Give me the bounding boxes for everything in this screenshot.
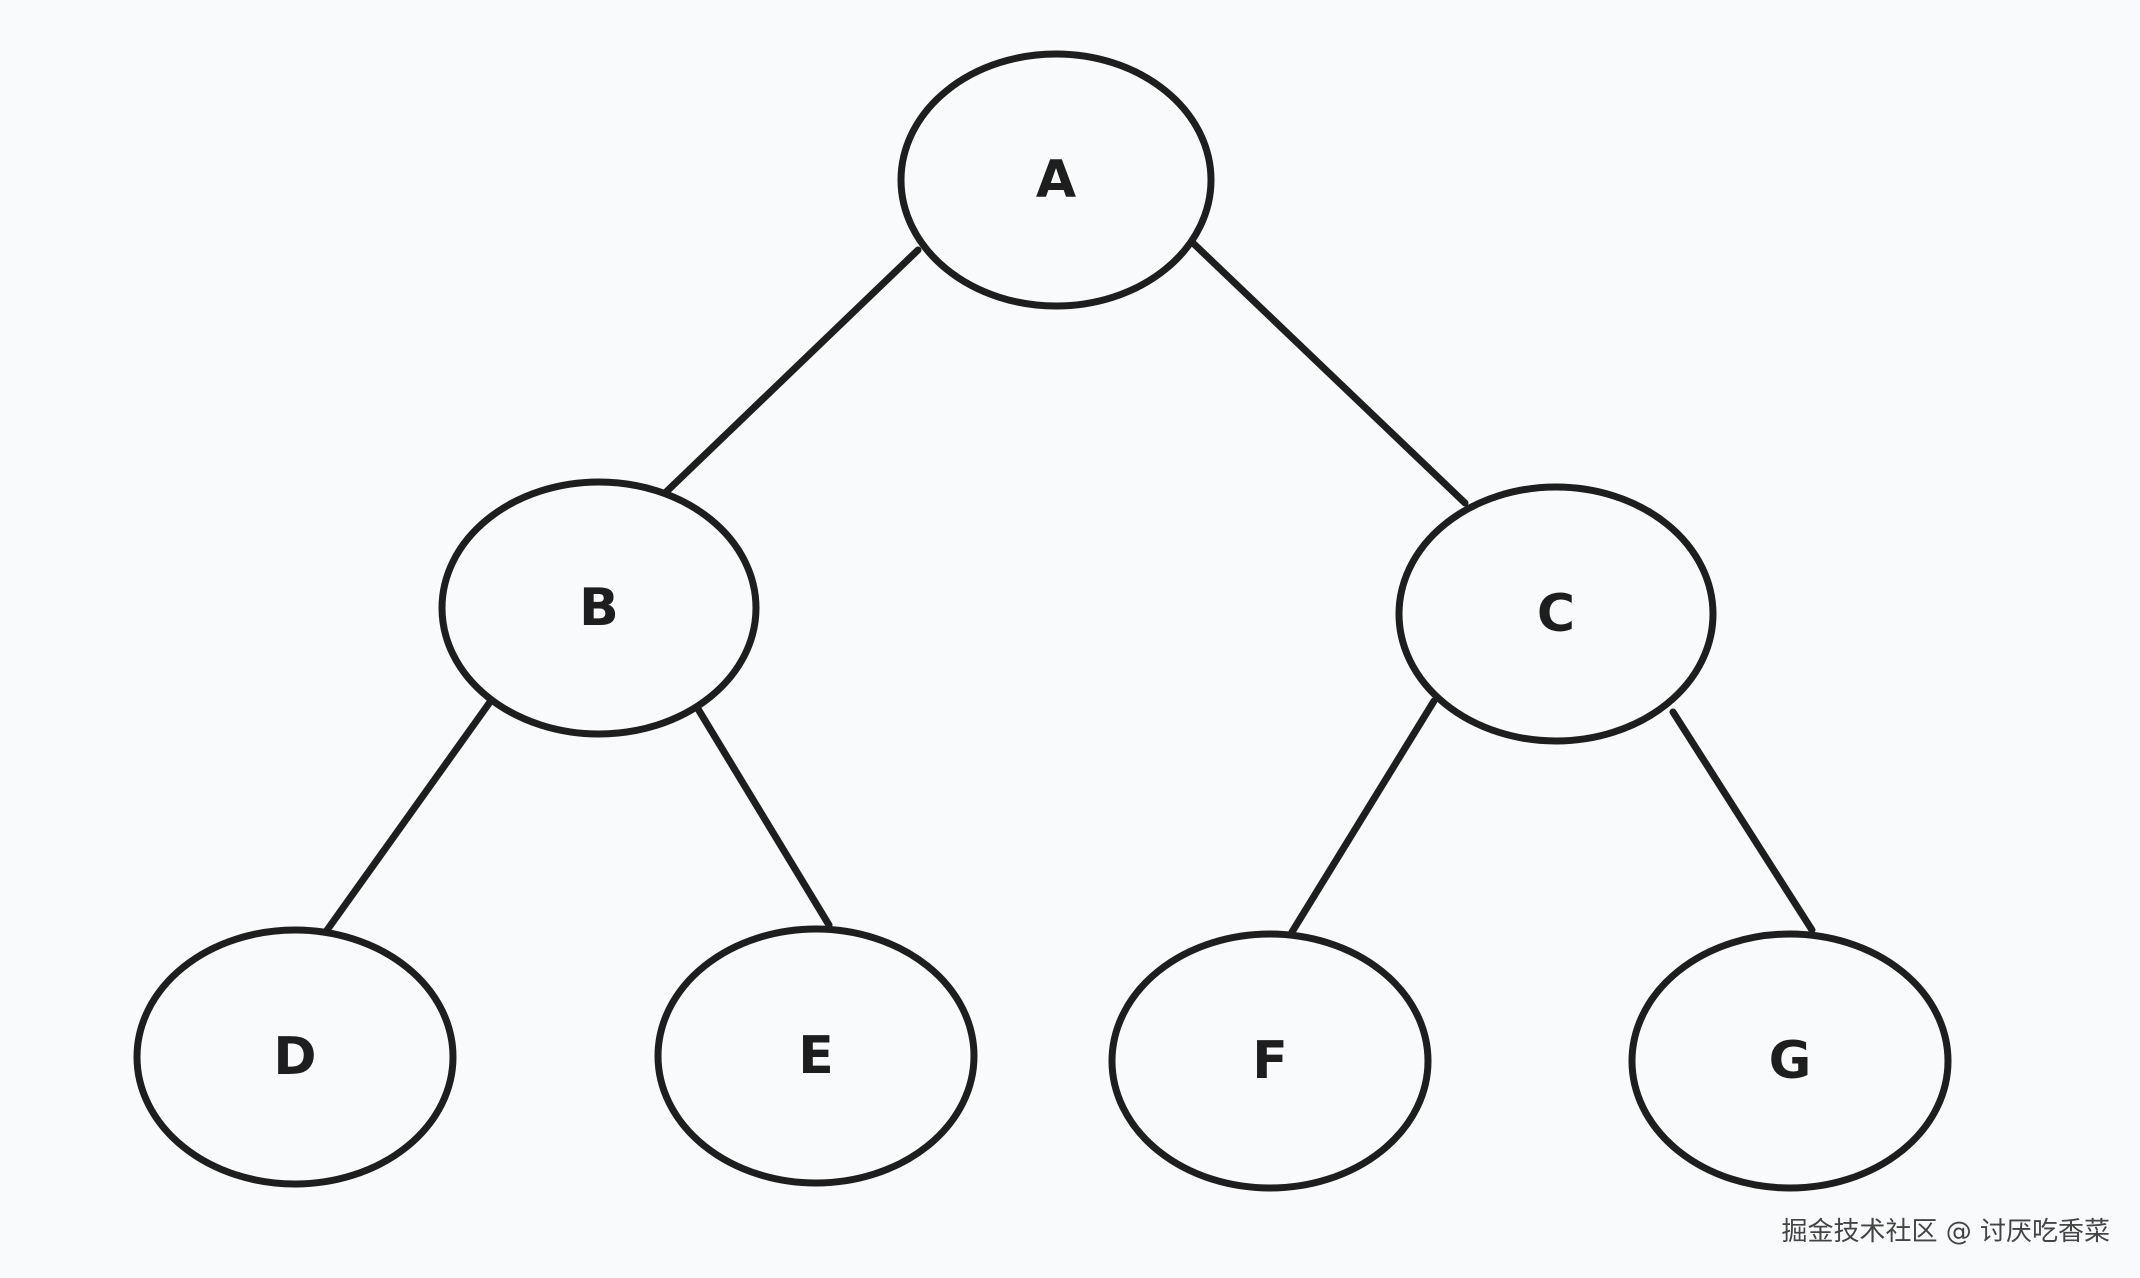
node-d: D (133, 926, 457, 1188)
node-f: F (1108, 930, 1432, 1192)
node-a-shape (897, 50, 1215, 310)
node-g: G (1628, 930, 1952, 1192)
node-b: B (438, 478, 760, 738)
edge-c-g (1669, 708, 1816, 934)
node-d-label: D (273, 1027, 316, 1087)
node-b-label: B (579, 578, 619, 638)
node-g-label: G (1769, 1031, 1812, 1091)
edge-a-b (660, 246, 922, 498)
node-c-shape (1395, 483, 1717, 745)
node-c-label: C (1537, 584, 1575, 644)
node-f-label: F (1252, 1031, 1288, 1091)
edge-a-c (1190, 240, 1469, 507)
edge-b-e (691, 700, 833, 929)
node-a-label: A (1036, 150, 1076, 210)
node-g-shape (1628, 930, 1952, 1192)
watermark-text: 掘金技术社区 @ 讨厌吃香菜 (1781, 1217, 2110, 1247)
edge-b-d (321, 698, 494, 937)
edge-c-f (1288, 697, 1438, 936)
node-e-label: E (798, 1026, 834, 1086)
node-a: A (897, 50, 1215, 310)
node-b-shape (438, 478, 760, 738)
node-e-shape (654, 925, 978, 1187)
node-d-shape (133, 926, 457, 1188)
node-f-shape (1108, 930, 1432, 1192)
node-e: E (654, 925, 978, 1187)
node-c: C (1395, 483, 1717, 745)
edges-group (321, 240, 1816, 937)
